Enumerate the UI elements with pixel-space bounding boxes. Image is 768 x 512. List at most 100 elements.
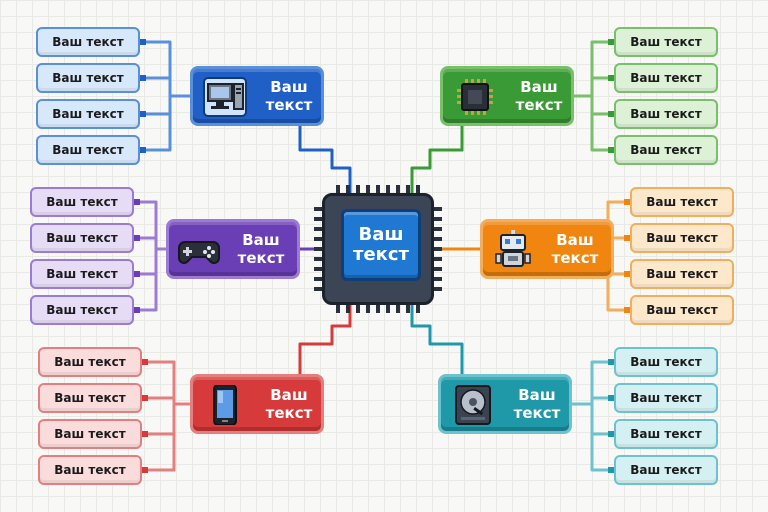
wire-dot-processor-1 <box>608 39 614 45</box>
chip-pin <box>416 304 420 313</box>
wire-phone-2 <box>142 396 176 404</box>
branch-robot-label: Ваш текст <box>551 231 599 267</box>
chip-pin <box>396 185 400 194</box>
leaf-robot-2[interactable]: Ваш текст <box>630 223 734 253</box>
leaf-smartphone-1[interactable]: Ваш текст <box>38 347 142 377</box>
leaf-processor-4[interactable]: Ваш текст <box>614 135 718 165</box>
wire-dot-computer-4 <box>140 147 146 153</box>
wire-dot-processor-4 <box>608 147 614 153</box>
chip-pin <box>314 257 323 261</box>
chip-pin <box>396 304 400 313</box>
robot-icon <box>495 230 531 267</box>
wire-harddrive-1 <box>590 360 614 404</box>
leaf-computer-2[interactable]: Ваш текст <box>36 63 140 93</box>
leaf-gamepad-3[interactable]: Ваш текст <box>30 259 134 289</box>
leaf-hard-drive-1[interactable]: Ваш текст <box>614 347 718 377</box>
leaf-computer-4[interactable]: Ваш текст <box>36 135 140 165</box>
chip-pin <box>433 227 442 231</box>
chip-pin <box>314 227 323 231</box>
branch-smartphone-label: Ваш текст <box>265 386 313 422</box>
wire-dot-harddrive-3 <box>608 431 614 437</box>
leaf-processor-3[interactable]: Ваш текст <box>614 99 718 129</box>
branch-processor-label: Ваш текст <box>515 78 563 114</box>
leaf-smartphone-2[interactable]: Ваш текст <box>38 383 142 413</box>
branch-computer[interactable]: Ваш текст <box>190 66 324 126</box>
chip-pin <box>346 185 350 194</box>
leaf-gamepad-1[interactable]: Ваш текст <box>30 187 134 217</box>
gamepad-icon <box>178 241 220 264</box>
wire-dot-computer-2 <box>140 75 146 81</box>
wire-dot-processor-2 <box>608 75 614 81</box>
trunk-phone <box>298 305 352 374</box>
wire-dot-robot-3 <box>624 271 630 277</box>
smartphone-icon <box>213 385 237 425</box>
leaf-computer-3[interactable]: Ваш текст <box>36 99 140 129</box>
leaf-processor-1[interactable]: Ваш текст <box>614 27 718 57</box>
central-node-label-line1: Ваш <box>358 224 404 245</box>
leaf-gamepad-2[interactable]: Ваш текст <box>30 223 134 253</box>
chip-pin <box>314 277 323 281</box>
wire-harddrive-3 <box>590 404 614 436</box>
branch-smartphone[interactable]: Ваш текст <box>190 374 324 434</box>
leaf-robot-3[interactable]: Ваш текст <box>630 259 734 289</box>
wire-phone-4 <box>142 404 176 472</box>
leaf-processor-2[interactable]: Ваш текст <box>614 63 718 93</box>
chip-pin <box>433 237 442 241</box>
chip-pin <box>433 257 442 261</box>
wire-dot-robot-1 <box>624 199 630 205</box>
wire-computer-2 <box>140 76 172 96</box>
chip-pin <box>314 287 323 291</box>
wire-dot-phone-3 <box>142 431 148 437</box>
wire-phone-3 <box>142 404 176 436</box>
wire-computer-1 <box>140 40 172 96</box>
wire-gamepad-4 <box>134 249 158 312</box>
wire-processor-1 <box>590 40 614 96</box>
chip-pin <box>336 185 340 194</box>
branch-hard-drive[interactable]: Ваш текст <box>438 374 572 434</box>
branch-gamepad[interactable]: Ваш текст <box>166 219 300 279</box>
leaf-smartphone-4[interactable]: Ваш текст <box>38 455 142 485</box>
chip-pin <box>433 267 442 271</box>
chip-pin <box>314 237 323 241</box>
chip-pin <box>376 185 380 194</box>
central-node-label-line2: текст <box>353 244 409 265</box>
hard-drive-icon <box>455 385 491 425</box>
desktop-computer-icon <box>203 77 247 117</box>
leaf-computer-1[interactable]: Ваш текст <box>36 27 140 57</box>
branch-hard-drive-label: Ваш текст <box>513 386 561 422</box>
wire-dot-phone-4 <box>142 467 148 473</box>
leaf-smartphone-3[interactable]: Ваш текст <box>38 419 142 449</box>
wire-dot-harddrive-4 <box>608 467 614 473</box>
branch-processor[interactable]: Ваш текст <box>440 66 574 126</box>
trunk-processor <box>410 126 464 193</box>
wire-processor-2 <box>590 76 614 96</box>
chip-pin <box>314 247 323 251</box>
leaf-robot-4[interactable]: Ваш текст <box>630 295 734 325</box>
leaf-hard-drive-3[interactable]: Ваш текст <box>614 419 718 449</box>
leaf-hard-drive-2[interactable]: Ваш текст <box>614 383 718 413</box>
chip-pin <box>366 304 370 313</box>
wire-dot-robot-2 <box>624 235 630 241</box>
chip-pin <box>433 287 442 291</box>
leaf-gamepad-4[interactable]: Ваш текст <box>30 295 134 325</box>
wire-harddrive-2 <box>590 396 614 404</box>
chip-pin <box>356 185 360 194</box>
chip-pin <box>346 304 350 313</box>
chip-pin <box>433 207 442 211</box>
branch-robot[interactable]: Ваш текст <box>480 219 614 279</box>
wire-dot-computer-1 <box>140 39 146 45</box>
leaf-robot-1[interactable]: Ваш текст <box>630 187 734 217</box>
leaf-hard-drive-4[interactable]: Ваш текст <box>614 455 718 485</box>
wire-gamepad-3 <box>134 249 158 276</box>
chip-pin <box>366 185 370 194</box>
central-node[interactable]: Ваш текст <box>341 209 421 281</box>
branch-gamepad-label: Ваш текст <box>237 231 285 267</box>
chip-pin <box>386 304 390 313</box>
wire-dot-harddrive-2 <box>608 395 614 401</box>
chip-pin <box>356 304 360 313</box>
wire-dot-gamepad-3 <box>134 271 140 277</box>
wire-dot-robot-4 <box>624 307 630 313</box>
wire-harddrive-4 <box>590 404 614 472</box>
wire-computer-4 <box>140 96 172 152</box>
chip-pin <box>314 267 323 271</box>
